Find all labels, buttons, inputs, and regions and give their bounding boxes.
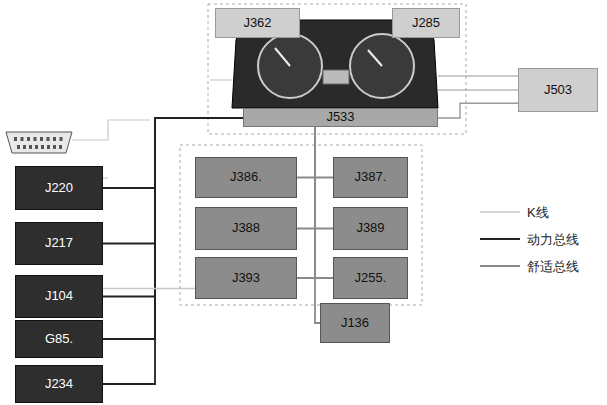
module-code: J387. [355, 170, 387, 184]
ecu-box: J388 [195, 207, 297, 250]
module-code: J220 [45, 181, 73, 195]
ecu-box: J104 [15, 275, 103, 318]
legend-text: K线 [527, 204, 549, 222]
module-code: J104 [45, 289, 73, 303]
module-code: J393 [232, 271, 260, 285]
bus-line [297, 127, 315, 229]
ecu-box: J362 [215, 8, 300, 38]
module-code: J503 [544, 83, 572, 97]
ecu-box: J533 [243, 108, 438, 127]
k-line [103, 177, 108, 178]
speedometer [258, 34, 322, 98]
obd-connector [6, 132, 72, 153]
legend-text: 舒适总线 [527, 258, 579, 276]
legend-line [480, 211, 520, 213]
ecu-box: G85. [15, 320, 103, 358]
module-code: G85. [45, 332, 73, 346]
ecu-box: J285 [392, 8, 460, 38]
module-code: J362 [243, 16, 271, 30]
module-code: J533 [326, 110, 354, 124]
bus-line [438, 103, 518, 118]
module-code: J389 [356, 221, 384, 235]
ecu-box: J393 [195, 257, 297, 299]
ecu-box: J386. [195, 157, 297, 198]
bus-line [315, 127, 333, 229]
tachometer [350, 34, 414, 98]
bus-line [315, 127, 333, 178]
comfort-region [180, 145, 422, 305]
ecu-box: J503 [518, 68, 598, 112]
module-code: J255. [355, 271, 387, 285]
ecu-box: J234 [15, 365, 103, 403]
cluster-region [208, 4, 466, 134]
ecu-box: J389 [333, 207, 408, 250]
bus-line [103, 288, 195, 289]
bus-line [297, 127, 315, 278]
module-code: J136 [341, 316, 369, 330]
legend-line [480, 265, 520, 267]
bus-line [297, 127, 315, 178]
k-line [72, 120, 150, 140]
module-code: J285 [412, 16, 440, 30]
ecu-box: J255. [333, 257, 408, 299]
display [323, 70, 349, 84]
bus-line [315, 127, 320, 323]
k-line [210, 79, 232, 80]
legend-text: 动力总线 [527, 231, 579, 249]
needle [275, 48, 290, 66]
legend-line [480, 238, 520, 240]
ecu-box: J220 [15, 166, 103, 210]
module-code: J234 [45, 377, 73, 391]
ecu-box: J217 [15, 222, 103, 265]
bus-line [315, 127, 333, 278]
bus-wire [438, 76, 518, 90]
module-code: J386. [230, 170, 262, 184]
module-code: J217 [45, 236, 73, 250]
ecu-box: J387. [333, 157, 408, 198]
needle [368, 50, 382, 66]
ecu-box: J136 [320, 303, 390, 343]
module-code: J388 [232, 221, 260, 235]
